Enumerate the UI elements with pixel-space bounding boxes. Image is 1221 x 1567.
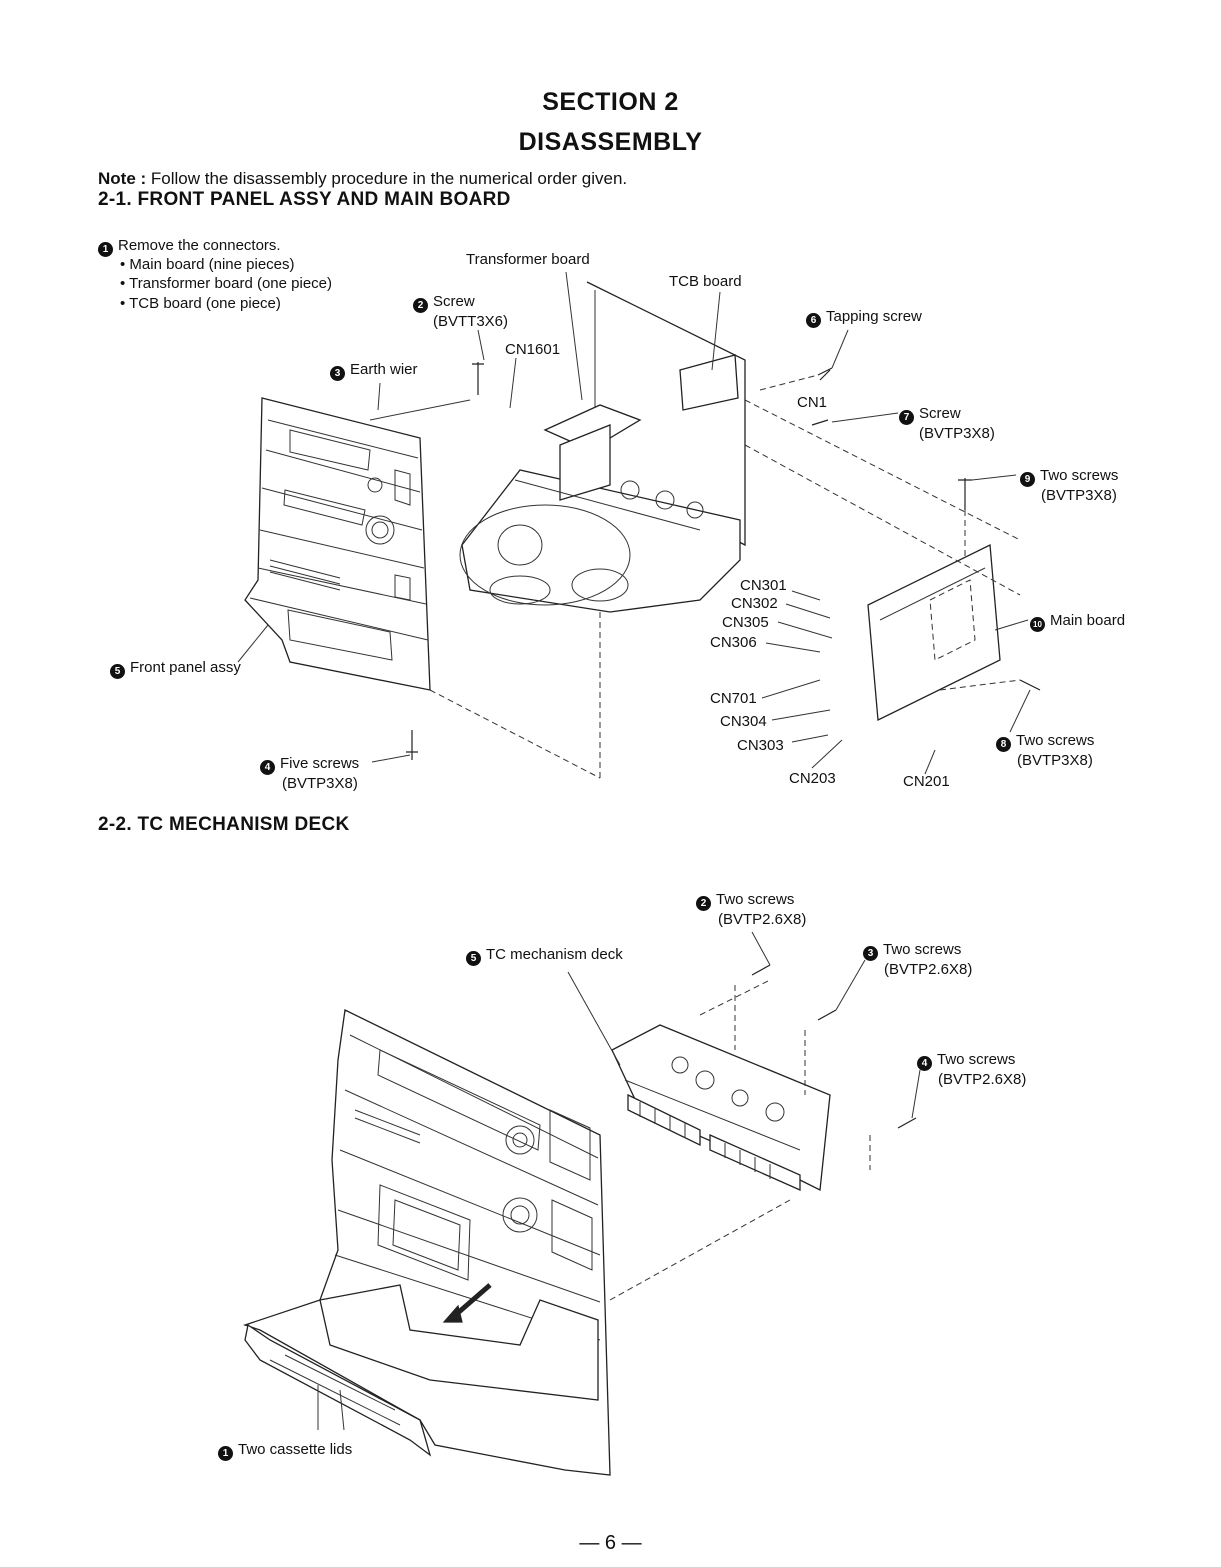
tc-num-5: 5 xyxy=(466,951,481,966)
tc-leader-lines xyxy=(317,931,921,1431)
num-8: 8 xyxy=(996,737,1011,752)
label-screw-7-spec: (BVTP3X8) xyxy=(919,425,995,442)
label-cn301: CN301 xyxy=(740,577,787,594)
tc-num-4: 4 xyxy=(917,1056,932,1071)
chassis-drawing xyxy=(459,281,746,613)
bullet-tcb-board: • TCB board (one piece) xyxy=(120,295,281,312)
label-earth-wier: 3 Earth wier xyxy=(330,360,418,381)
label-cn304: CN304 xyxy=(720,713,767,730)
bullet-main-board: • Main board (nine pieces) xyxy=(120,256,295,273)
tc-two3-text: Two screws xyxy=(883,941,962,958)
tc-deck-drawing xyxy=(611,1024,831,1192)
num-5: 5 xyxy=(110,664,125,679)
label-screw-2: 2 Screw xyxy=(413,292,475,313)
leader-lines xyxy=(237,271,1031,775)
earth-text: Earth wier xyxy=(350,361,418,378)
label-cn201: CN201 xyxy=(903,773,950,790)
label-cn302: CN302 xyxy=(731,595,778,612)
label-cn303: CN303 xyxy=(737,737,784,754)
tc-num-2: 2 xyxy=(696,896,711,911)
num-9: 9 xyxy=(1020,472,1035,487)
two9-text: Two screws xyxy=(1040,467,1119,484)
num-10: 10 xyxy=(1030,617,1045,632)
label-two-screws-9: 9 Two screws xyxy=(1020,466,1118,487)
label-two-screws-9-spec: (BVTP3X8) xyxy=(1041,487,1117,504)
label-cn203: CN203 xyxy=(789,770,836,787)
tc-screws-drawing xyxy=(751,964,917,1129)
tapping-text: Tapping screw xyxy=(826,308,922,325)
screw-7-text: Screw xyxy=(919,405,961,422)
two8-text: Two screws xyxy=(1016,732,1095,749)
main-board-drawing xyxy=(867,543,1001,722)
label-tc-two-screws-4: 4 Two screws xyxy=(917,1050,1015,1071)
num-3: 3 xyxy=(330,366,345,381)
heading-2-1: 2-1. FRONT PANEL ASSY AND MAIN BOARD xyxy=(98,189,511,210)
label-cn1: CN1 xyxy=(797,394,828,411)
label-cn305: CN305 xyxy=(722,614,769,631)
label-screw-2-spec: (BVTT3X6) xyxy=(433,313,509,330)
label-tc-two-screws-3: 3 Two screws xyxy=(863,940,961,961)
label-five-screws: 4 Five screws xyxy=(260,754,359,775)
section-title: DISASSEMBLY xyxy=(518,128,703,156)
front-panel-drawing xyxy=(244,397,431,691)
tc-num-3: 3 xyxy=(863,946,878,961)
num-6: 6 xyxy=(806,313,821,328)
tc-two4-text: Two screws xyxy=(937,1051,1016,1068)
tc-num-1: 1 xyxy=(218,1446,233,1461)
label-tc-two-screws-2-spec: (BVTP2.6X8) xyxy=(718,911,807,928)
label-tc-mechanism-deck: 5 TC mechanism deck xyxy=(466,945,623,966)
label-front-panel-assy: 5 Front panel assy xyxy=(110,658,241,679)
step-1-label: 1 Remove the connectors. xyxy=(98,236,281,257)
label-two-cassette-lids: 1 Two cassette lids xyxy=(218,1440,352,1461)
five-text: Five screws xyxy=(280,755,360,772)
label-main-board: 10 Main board xyxy=(1030,611,1125,632)
note-text: Follow the disassembly procedure in the … xyxy=(150,169,628,188)
label-tc-two-screws-4-spec: (BVTP2.6X8) xyxy=(938,1071,1027,1088)
front-text: Front panel assy xyxy=(130,659,241,676)
num-4: 4 xyxy=(260,760,275,775)
bullet-transformer-board: • Transformer board (one piece) xyxy=(120,275,333,292)
note: Note : Follow the disassembly procedure … xyxy=(98,169,627,189)
main-text: Main board xyxy=(1050,612,1126,629)
section-number: SECTION 2 xyxy=(542,88,679,116)
label-transformer-board: Transformer board xyxy=(466,251,590,268)
label-five-screws-spec: (BVTP3X8) xyxy=(282,775,358,792)
label-tc-two-screws-2: 2 Two screws xyxy=(696,890,794,911)
lids-text: Two cassette lids xyxy=(238,1441,353,1458)
front-panel-large-drawing xyxy=(242,1009,611,1476)
label-cn1601: CN1601 xyxy=(505,341,561,358)
label-two-screws-8: 8 Two screws xyxy=(996,731,1094,752)
tc-alignment-lines xyxy=(609,979,871,1301)
heading-2-2: 2-2. TC MECHANISM DECK xyxy=(98,814,350,835)
label-screw-7: 7 Screw xyxy=(899,404,961,425)
alignment-lines xyxy=(429,374,1021,779)
label-tcb-board: TCB board xyxy=(669,273,742,290)
label-two-screws-8-spec: (BVTP3X8) xyxy=(1017,752,1093,769)
tc5-text: TC mechanism deck xyxy=(486,946,623,963)
step-1-number: 1 xyxy=(98,242,113,257)
num-7: 7 xyxy=(899,410,914,425)
label-tapping-screw: 6 Tapping screw xyxy=(806,307,922,328)
step-1-text: Remove the connectors. xyxy=(118,237,281,254)
label-cn701: CN701 xyxy=(710,690,757,707)
screw-2-text: Screw xyxy=(433,293,475,310)
label-cn306: CN306 xyxy=(710,634,757,651)
num-2: 2 xyxy=(413,298,428,313)
tc-two2-text: Two screws xyxy=(716,891,795,908)
page-number: — 6 — xyxy=(579,1532,642,1554)
label-tc-two-screws-3-spec: (BVTP2.6X8) xyxy=(884,961,973,978)
screws-drawing xyxy=(406,362,1041,760)
note-label: Note : xyxy=(98,169,147,188)
